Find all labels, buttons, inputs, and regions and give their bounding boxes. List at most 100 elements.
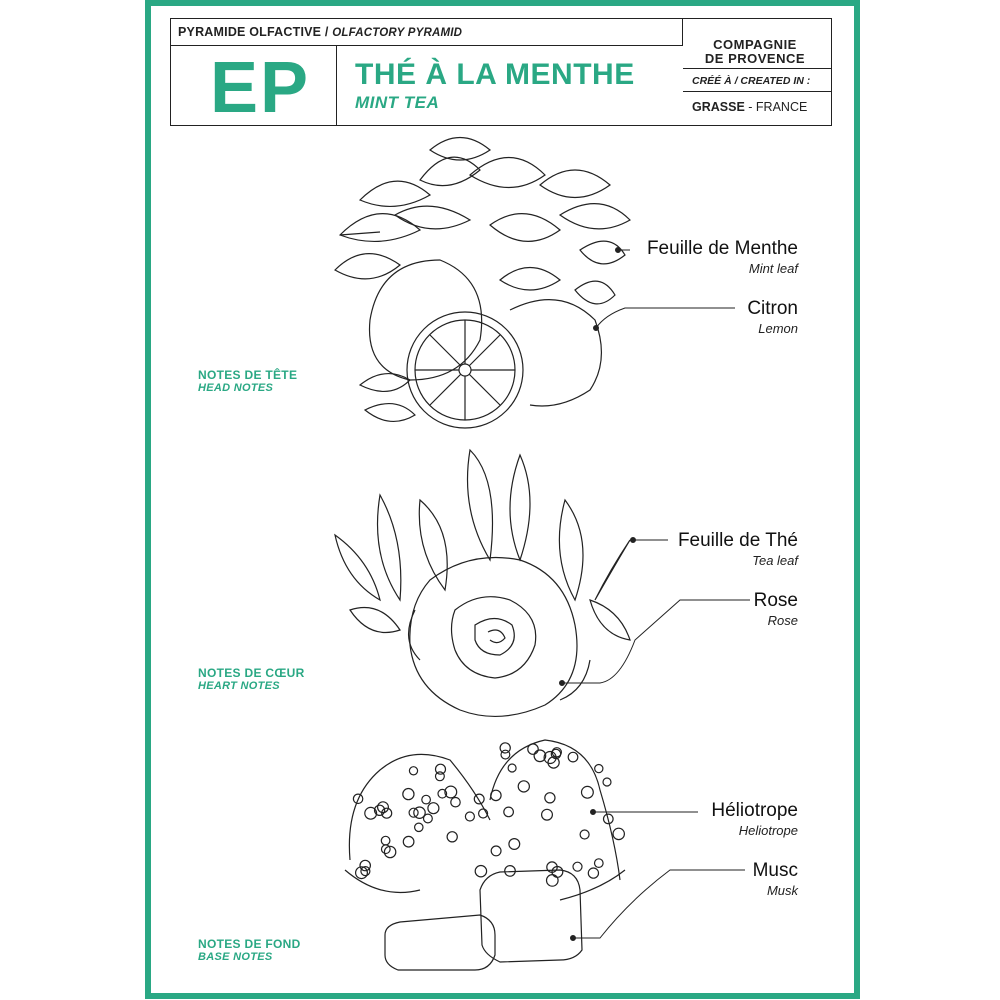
heliotrope-floret bbox=[427, 802, 440, 815]
heliotrope-floret bbox=[490, 789, 502, 802]
pyramid-label-en: OLFACTORY PYRAMID bbox=[332, 27, 463, 39]
heliotrope-floret bbox=[355, 866, 369, 880]
tea-leaves-illustration bbox=[334, 448, 631, 641]
created-city: GRASSE bbox=[692, 100, 745, 114]
fragrance-subtitle: MINT TEA bbox=[355, 93, 440, 112]
heliotrope-floret bbox=[490, 845, 502, 857]
ingredient-tea-fr: Feuille de Thé bbox=[677, 530, 798, 551]
heliotrope-illustration bbox=[344, 739, 626, 901]
fragrance-code: EP bbox=[210, 48, 311, 128]
tier-head-en: HEAD NOTES bbox=[198, 382, 274, 394]
heliotrope-floret bbox=[517, 780, 531, 793]
mint-leaves-illustration bbox=[334, 137, 631, 305]
heliotrope-floret bbox=[381, 807, 393, 819]
tier-head-fr: NOTES DE TÊTE bbox=[198, 368, 298, 382]
heliotrope-floret bbox=[444, 785, 458, 799]
heliotrope-floret bbox=[413, 806, 426, 819]
heliotrope-floret bbox=[567, 751, 579, 763]
heliotrope-floret bbox=[422, 813, 433, 824]
tier-heart: NOTES DE CŒUR HEART NOTES bbox=[198, 666, 305, 692]
heliotrope-floret bbox=[572, 861, 583, 872]
tier-heart-fr: NOTES DE CŒUR bbox=[198, 666, 305, 680]
heliotrope-floret bbox=[474, 864, 488, 878]
heliotrope-floret bbox=[478, 808, 489, 819]
tier-heart-en: HEART NOTES bbox=[198, 680, 280, 692]
heliotrope-floret bbox=[587, 867, 600, 879]
heliotrope-floret bbox=[602, 777, 612, 787]
heliotrope-floret bbox=[547, 756, 560, 769]
heliotrope-floret bbox=[612, 827, 625, 841]
heliotrope-floret bbox=[421, 794, 432, 805]
ingredient-musk: Musc Musk bbox=[753, 860, 798, 900]
ingredient-mint: Feuille de Menthe Mint leaf bbox=[647, 238, 798, 278]
ingredient-heliotrope-en: Heliotrope bbox=[738, 823, 798, 838]
heliotrope-floret bbox=[359, 859, 371, 872]
ingredient-heliotrope-fr: Héliotrope bbox=[711, 800, 798, 821]
heliotrope-floret bbox=[540, 808, 553, 821]
heliotrope-floret bbox=[380, 844, 391, 855]
heliotrope-floret bbox=[550, 748, 562, 760]
heliotrope-floret bbox=[402, 787, 415, 801]
pyramid-label-fr: PYRAMIDE OLFACTIVE / bbox=[178, 25, 329, 39]
heliotrope-floret bbox=[580, 785, 594, 799]
ingredient-mint-fr: Feuille de Menthe bbox=[646, 238, 798, 259]
tier-base: NOTES DE FOND BASE NOTES bbox=[198, 937, 301, 963]
heliotrope-floret bbox=[450, 796, 461, 808]
heliotrope-floret bbox=[473, 793, 485, 805]
created-place: GRASSE - FRANCE bbox=[692, 100, 807, 114]
heliotrope-floret bbox=[504, 865, 516, 877]
created-label: CRÉÉ À / CREATED IN : bbox=[692, 75, 811, 87]
header-brand-divider bbox=[683, 68, 832, 69]
brand-line-2: DE PROVENCE bbox=[704, 51, 806, 66]
lemon-illustration bbox=[358, 259, 603, 429]
heliotrope-floret bbox=[373, 804, 386, 817]
heliotrope-floret bbox=[446, 831, 458, 843]
heliotrope-floret bbox=[508, 837, 521, 850]
heliotrope-floret bbox=[527, 743, 539, 755]
ingredient-tea: Feuille de Thé Tea leaf bbox=[678, 530, 798, 570]
heliotrope-floret bbox=[408, 807, 419, 818]
ingredient-heliotrope: Héliotrope Heliotrope bbox=[711, 800, 798, 840]
ingredient-mint-en: Mint leaf bbox=[748, 261, 798, 276]
leader-lines bbox=[559, 247, 750, 941]
tier-head: NOTES DE TÊTE HEAD NOTES bbox=[198, 368, 297, 394]
ingredient-lemon-en: Lemon bbox=[758, 321, 798, 336]
ingredient-musk-fr: Musc bbox=[752, 860, 798, 881]
heliotrope-floret bbox=[413, 822, 424, 833]
header-created-divider bbox=[683, 91, 832, 92]
heliotrope-floret bbox=[594, 763, 604, 774]
heliotrope-floret bbox=[544, 792, 556, 804]
ingredient-musk-en: Musk bbox=[766, 883, 798, 898]
heliotrope-floret bbox=[533, 749, 547, 763]
heliotrope-floret bbox=[408, 766, 419, 776]
ingredient-lemon-fr: Citron bbox=[747, 298, 798, 319]
heliotrope-floret bbox=[593, 858, 604, 868]
ingredient-rose: Rose Rose bbox=[754, 590, 798, 630]
header-box bbox=[170, 18, 832, 126]
created-country: - FRANCE bbox=[748, 100, 808, 114]
heliotrope-floret bbox=[352, 793, 364, 805]
musk-illustration bbox=[384, 869, 583, 971]
heliotrope-floret bbox=[503, 806, 515, 818]
fragrance-title: THÉ À LA MENTHE bbox=[355, 58, 635, 91]
brand-name: COMPAGNIE DE PROVENCE bbox=[690, 38, 820, 66]
heliotrope-floret bbox=[380, 835, 391, 846]
heliotrope-floret bbox=[507, 763, 517, 773]
green-frame bbox=[145, 0, 860, 999]
heliotrope-floret bbox=[437, 788, 448, 799]
heliotrope-floret bbox=[551, 747, 563, 758]
ingredient-tea-en: Tea leaf bbox=[752, 553, 798, 568]
heliotrope-floret bbox=[499, 742, 511, 754]
header-divider-ep bbox=[336, 46, 337, 126]
heliotrope-floret bbox=[377, 801, 390, 814]
heliotrope-floret bbox=[434, 771, 445, 782]
brand-line-1: COMPAGNIE bbox=[713, 37, 797, 52]
tier-base-en: BASE NOTES bbox=[198, 951, 273, 963]
heliotrope-floret bbox=[545, 874, 559, 887]
rose-illustration bbox=[408, 556, 591, 717]
heliotrope-floret bbox=[602, 813, 614, 825]
ingredient-rose-en: Rose bbox=[767, 613, 798, 628]
heliotrope-floret bbox=[500, 749, 511, 760]
